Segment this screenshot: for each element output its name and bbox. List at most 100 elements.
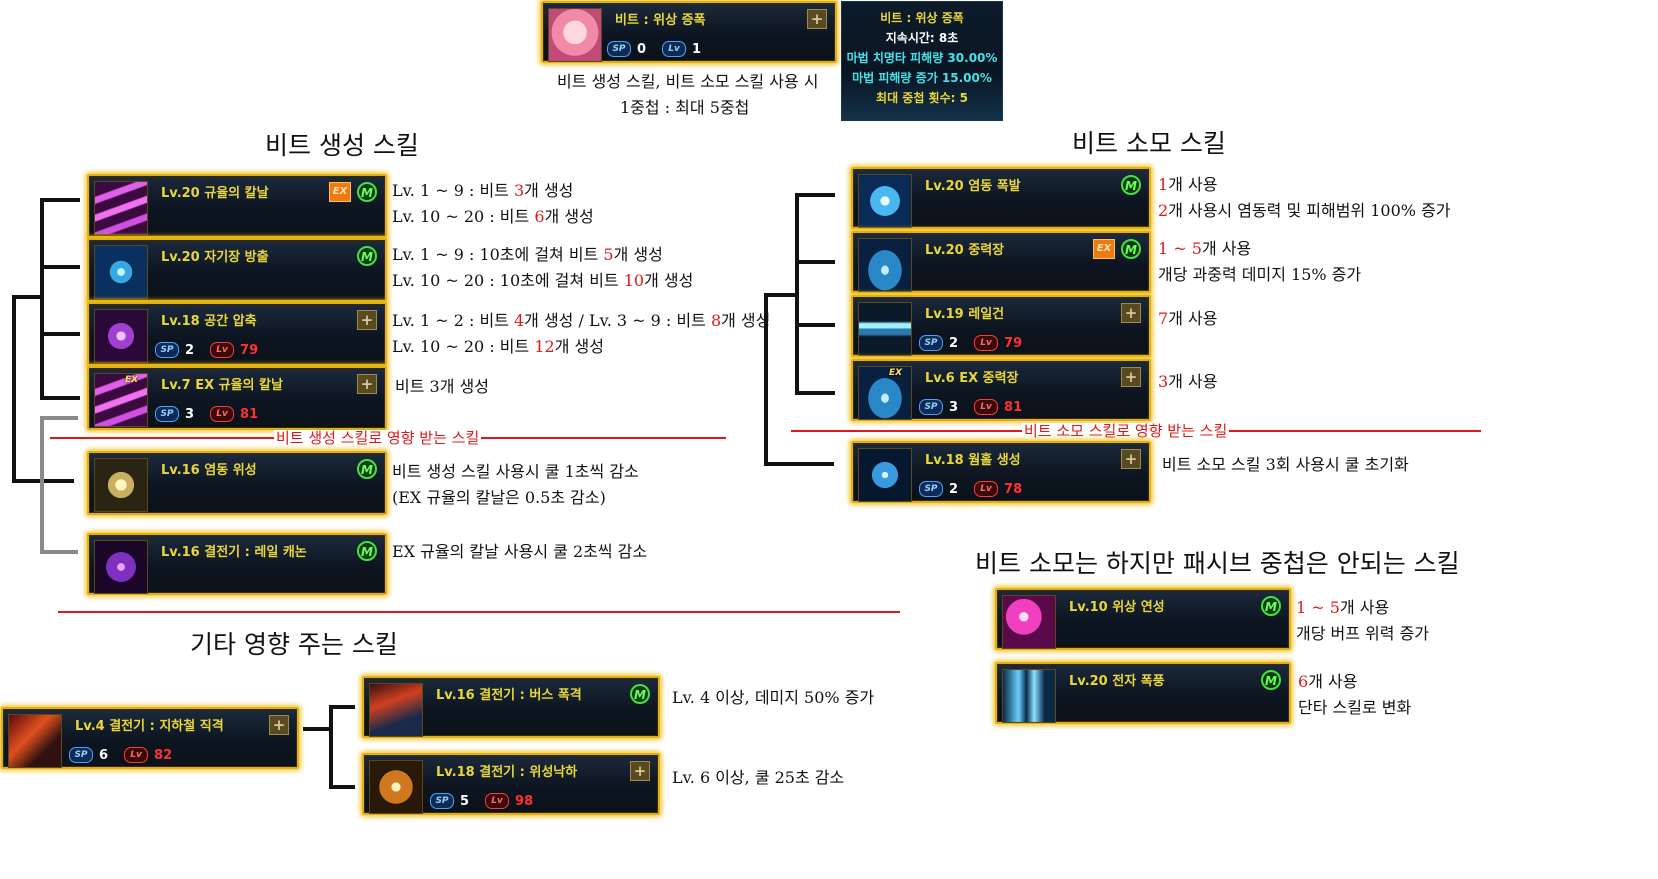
skill-name: Lv.20 염동 폭발: [925, 179, 1021, 194]
skill-name: Lv.18 웜홀 생성: [925, 453, 1021, 468]
skill-name: Lv.16 결전기 : 레일 캐논: [161, 545, 307, 560]
railgun-skill-icon: [858, 302, 912, 356]
sp-value: 2: [949, 481, 959, 497]
passive-0-line-2: 개당 버프 위력 증가: [1296, 624, 1430, 643]
skill-name: Lv.20 전자 폭풍: [1069, 674, 1165, 689]
tooltip-duration: 지속시간: 8초: [885, 31, 959, 45]
character-portrait-icon: [548, 8, 602, 62]
skill-card-gen-1[interactable]: Lv.20 자기장 방출 M: [87, 238, 387, 302]
passive-1-line-2: 단타 스킬로 변화: [1298, 698, 1412, 717]
electron-storm-skill-icon: [1002, 669, 1056, 723]
skill-card-passive-0[interactable]: Lv.10 위상 연성 M: [995, 588, 1291, 650]
sp-value: 5: [460, 793, 470, 809]
skill-card-con-affected-0[interactable]: Lv.18 웜홀 생성 + SP 2 Lv 78: [851, 441, 1151, 503]
skill-name: 비트 : 위상 증폭: [615, 13, 706, 28]
railcannon-skill-icon: [94, 540, 148, 594]
skill-card-gen-affected-1[interactable]: Lv.16 결전기 : 레일 캐논 M: [87, 533, 387, 595]
gen-affected-0-line-2: (EX 규율의 칼날은 0.5초 감소): [392, 488, 606, 507]
sp-value: 2: [949, 335, 959, 351]
sp-icon: SP: [607, 41, 631, 57]
skill-card-gen-affected-0[interactable]: Lv.16 염동 위성 M: [87, 451, 387, 515]
buff-tooltip: 비트 : 위상 증폭 지속시간: 8초 마법 치명타 피해량 30.00% 마법…: [841, 1, 1003, 121]
skill-card-con-3[interactable]: EX Lv.6 EX 중력장 + SP 3 Lv 81: [851, 359, 1151, 421]
other-target-1-desc: Lv. 6 이상, 쿨 25초 감소: [672, 768, 845, 787]
skill-card-con-0[interactable]: Lv.20 염동 폭발 M: [851, 167, 1151, 229]
other-target-0-desc: Lv. 4 이상, 데미지 50% 증가: [672, 688, 875, 707]
lv-value: 1: [692, 41, 702, 57]
skill-name: Lv.19 레일건: [925, 307, 1005, 322]
sp-value: 6: [99, 747, 109, 763]
con-divider-label: 비트 소모 스킬로 영향 받는 스킬: [1022, 422, 1230, 440]
skill-name: Lv.16 염동 위성: [161, 463, 257, 478]
lv-value: 79: [240, 342, 259, 358]
skill-name: Lv.20 자기장 방출: [161, 250, 269, 265]
gen-0-line-1: Lv. 1 ~ 9 : 비트 3개 생성: [392, 181, 574, 200]
skill-card-gen-2[interactable]: Lv.18 공간 압축 + SP 2 Lv 79: [87, 302, 387, 366]
gen-1-line-1: Lv. 1 ~ 9 : 10초에 걸쳐 비트 5개 생성: [392, 245, 663, 264]
skill-card-beat-phase-amp[interactable]: 비트 : 위상 증폭 + SP 0 Lv 1: [541, 1, 837, 63]
lv-value: 98: [515, 793, 534, 809]
top-desc-1: 비트 생성 스킬, 비트 소모 스킬 사용 시: [557, 72, 819, 91]
sp-icon: SP: [155, 406, 179, 422]
lv-value: 79: [1004, 335, 1023, 351]
section-separator-line: [58, 611, 900, 613]
mastery-m-icon: M: [357, 541, 377, 561]
con-3-line-1: 3개 사용: [1158, 372, 1218, 391]
subway-strike-skill-icon: [8, 714, 62, 768]
tooltip-stack: 최대 중첩 횟수: 5: [876, 91, 968, 105]
plus-icon[interactable]: +: [807, 9, 827, 29]
sp-value: 3: [185, 406, 195, 422]
lv-value: 81: [1004, 399, 1023, 415]
gravity-field-skill-icon: [858, 238, 912, 292]
con-0-line-2: 2개 사용시 염동력 및 피해범위 100% 증가: [1158, 201, 1451, 220]
skill-card-passive-1[interactable]: Lv.20 전자 폭풍 M: [995, 662, 1291, 724]
skill-name: Lv.4 결전기 : 지하철 직격: [75, 719, 224, 734]
lv-icon: Lv: [210, 342, 235, 358]
mastery-m-icon: M: [357, 246, 377, 266]
plus-icon[interactable]: +: [269, 715, 289, 735]
skill-name: Lv.10 위상 연성: [1069, 600, 1165, 615]
skill-card-other-target-0[interactable]: Lv.16 결전기 : 버스 폭격 M: [362, 676, 660, 738]
lv-icon: Lv: [974, 335, 999, 351]
plus-icon[interactable]: +: [1121, 303, 1141, 323]
passive-heading: 비트 소모는 하지만 패시브 중첩은 안되는 스킬: [975, 549, 1460, 578]
mastery-m-icon: M: [1121, 239, 1141, 259]
blade-skill-icon: [94, 181, 148, 235]
gen-affected-0-line-1: 비트 생성 스킬 사용시 쿨 1초씩 감소: [392, 462, 639, 481]
plus-icon[interactable]: +: [357, 310, 377, 330]
ex-badge-icon: EX: [1093, 239, 1115, 259]
gen-0-line-2: Lv. 10 ~ 20 : 비트 6개 생성: [392, 207, 594, 226]
plus-icon[interactable]: +: [357, 374, 377, 394]
mastery-m-icon: M: [1121, 175, 1141, 195]
con-2-line-1: 7개 사용: [1158, 309, 1218, 328]
sp-value: 3: [949, 399, 959, 415]
satellite-skill-icon: [94, 458, 148, 512]
satellite-drop-skill-icon: [369, 760, 423, 814]
tooltip-title: 비트 : 위상 증폭: [880, 11, 964, 25]
lv-value: 82: [154, 747, 173, 763]
gen-heading: 비트 생성 스킬: [265, 131, 419, 160]
ex-blade-skill-icon: EX: [94, 373, 148, 427]
sp-value: 0: [637, 41, 647, 57]
skill-card-gen-3[interactable]: EX Lv.7 EX 규율의 칼날 + SP 3 Lv 81: [87, 366, 387, 430]
plus-icon[interactable]: +: [630, 761, 650, 781]
atom-skill-icon: [94, 245, 148, 299]
skill-name: Lv.20 규율의 칼날: [161, 186, 269, 201]
top-desc-2: 1중첩 : 최대 5중첩: [620, 98, 750, 117]
gen-affected-1-line-1: EX 규율의 칼날 사용시 쿨 2초씩 감소: [392, 542, 648, 561]
mastery-m-icon: M: [357, 182, 377, 202]
skill-card-gen-0[interactable]: Lv.20 규율의 칼날 EX M: [87, 174, 387, 238]
skill-card-con-2[interactable]: Lv.19 레일건 + SP 2 Lv 79: [851, 295, 1151, 357]
gen-3-line-1: 비트 3개 생성: [395, 377, 489, 396]
plus-icon[interactable]: +: [1121, 367, 1141, 387]
sp-icon: SP: [430, 793, 454, 809]
plus-icon[interactable]: +: [1121, 449, 1141, 469]
skill-card-con-1[interactable]: Lv.20 중력장 EX M: [851, 231, 1151, 293]
bus-bombard-skill-icon: [369, 683, 423, 737]
lv-value: 81: [240, 406, 259, 422]
explosion-skill-icon: [858, 174, 912, 228]
skill-name: Lv.7 EX 규율의 칼날: [161, 378, 283, 393]
skill-card-other-target-1[interactable]: Lv.18 결전기 : 위성낙하 + SP 5 Lv 98: [362, 753, 660, 815]
lv-icon: Lv: [974, 399, 999, 415]
skill-card-other-source[interactable]: Lv.4 결전기 : 지하철 직격 + SP 6 Lv 82: [1, 707, 299, 769]
